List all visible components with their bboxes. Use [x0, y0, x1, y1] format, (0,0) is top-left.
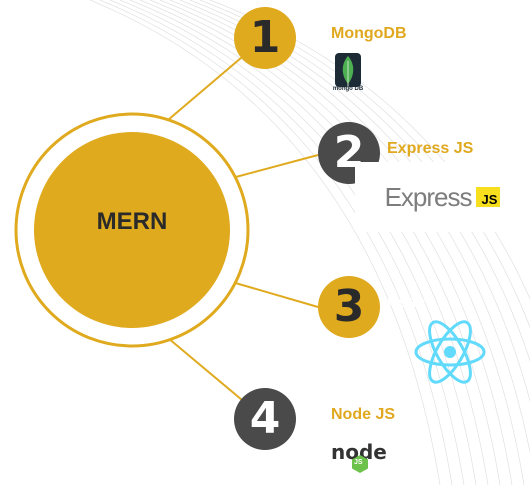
mongodb-logo-caption: mongo DB	[332, 86, 364, 92]
mongodb-logo: mongo DB	[333, 53, 363, 97]
step-1-number: 1	[249, 12, 281, 63]
react-logo	[413, 318, 487, 386]
nodejs-logo: node JS	[331, 440, 411, 474]
step-4-badge: 4	[234, 388, 296, 450]
nodejs-hexagon-icon	[352, 455, 368, 473]
connector-lines	[167, 51, 319, 406]
step-3-number: 3	[333, 281, 365, 332]
connector-3	[231, 281, 319, 308]
step-3-badge: 3	[318, 276, 380, 338]
express-js-badge: JS	[475, 187, 501, 207]
step-1-badge: 1	[234, 7, 296, 69]
step-2-badge: 2	[318, 122, 380, 184]
mongodb-leaf-icon	[335, 53, 361, 87]
react-atom-icon	[414, 320, 486, 384]
center-label: MERN	[96, 208, 168, 235]
step-2-title: Express JS	[387, 140, 474, 157]
connector-2	[231, 154, 319, 179]
express-logo-word: Express	[384, 181, 473, 212]
nodejs-js-badge: JS	[354, 459, 363, 466]
center-circle	[34, 132, 230, 328]
step-1-title: MongoDB	[331, 25, 407, 42]
step-4-title: Node JS	[331, 406, 396, 423]
connector-4	[167, 337, 249, 406]
step-4-number: 4	[249, 393, 281, 444]
step-3-title: React	[387, 294, 431, 311]
express-logo: Express JS	[355, 162, 530, 232]
connector-1	[167, 51, 249, 121]
